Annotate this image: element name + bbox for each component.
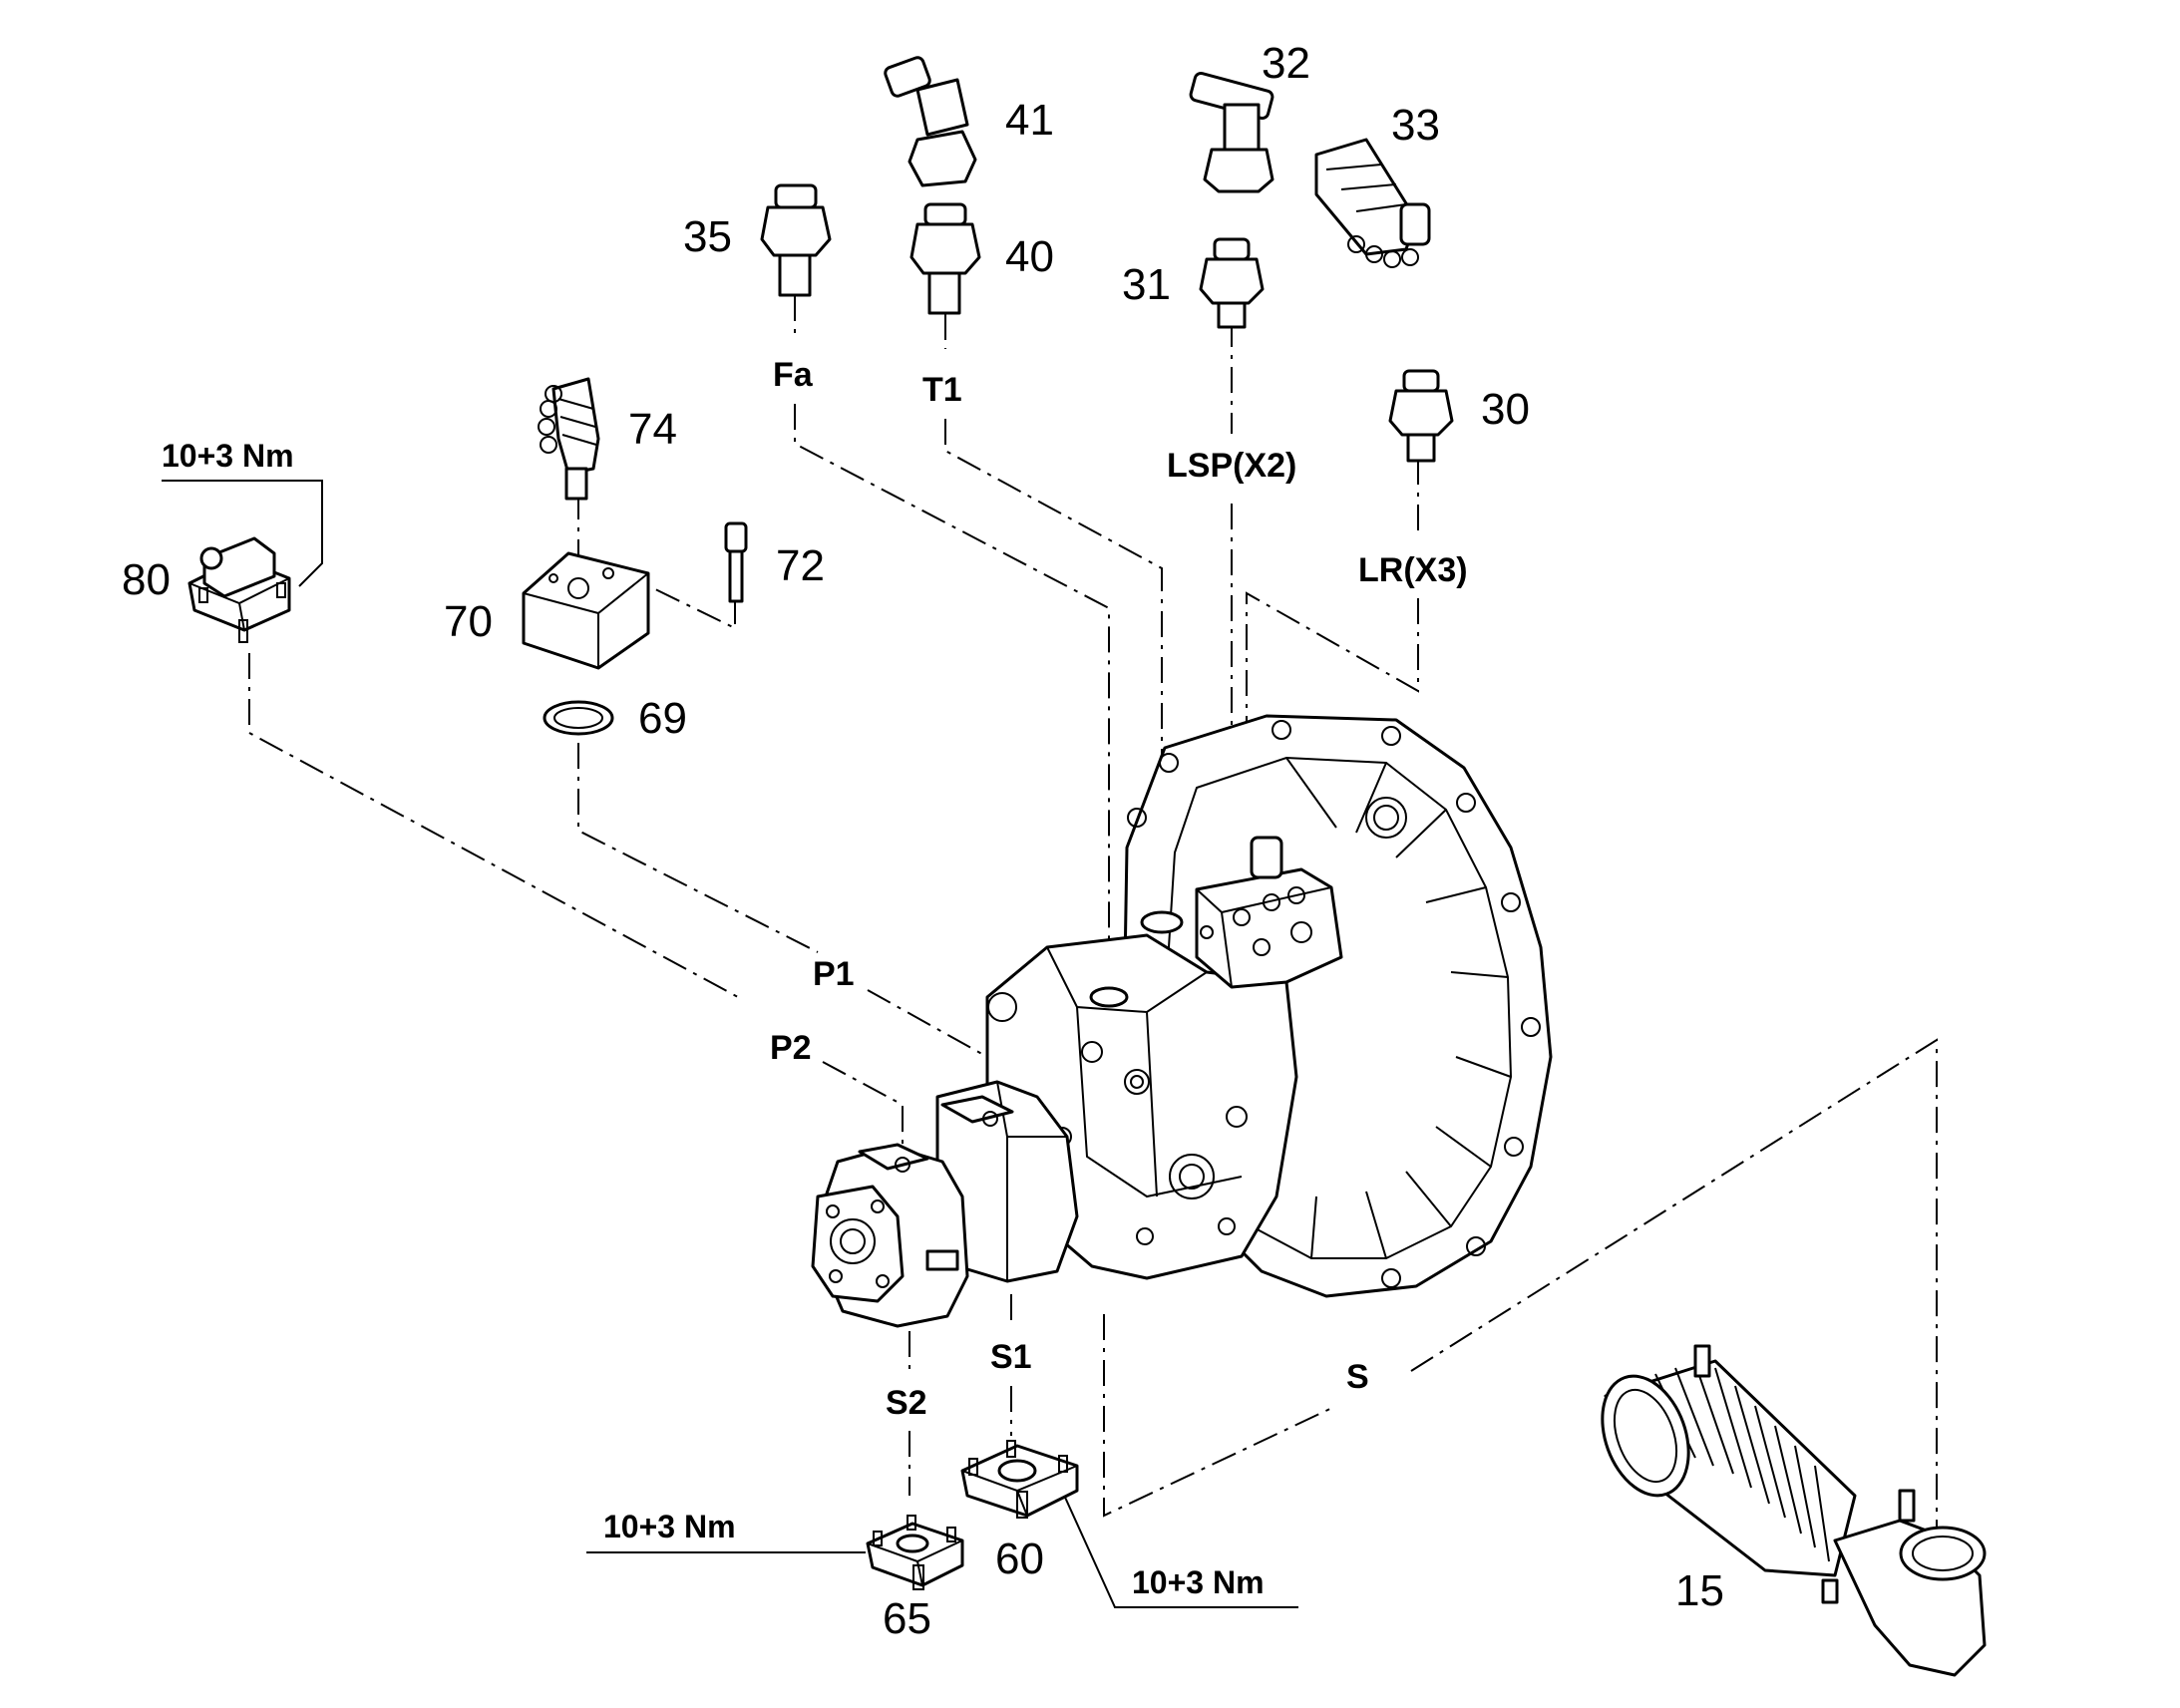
cover-part-80: [187, 536, 291, 643]
label-part-72: 72: [776, 541, 825, 590]
fitting-part-31: [1199, 237, 1265, 329]
test-coupling-part-33: [1314, 138, 1431, 268]
fitting-part-30: [1388, 369, 1454, 463]
label-part-80: 80: [122, 555, 171, 604]
test-coupling-part-74: [538, 377, 600, 501]
torque-leader-lines: [162, 480, 1298, 1608]
label-part-33: 33: [1391, 101, 1440, 150]
label-part-32: 32: [1262, 39, 1310, 88]
torque-labels: 10+3 Nm 10+3 Nm 10+3 Nm: [162, 438, 1265, 1600]
screw-part-72: [724, 521, 748, 603]
port-label-p1: P1: [813, 955, 855, 993]
part-number-labels: 41 32 33 35 40 31 30 74 72 80 70 69 60 6…: [122, 39, 1724, 1643]
o-ring-part-69: [543, 700, 614, 736]
suction-hose-part-15: [1601, 1344, 1987, 1677]
leader-lines: [248, 295, 1938, 1555]
label-part-40: 40: [1005, 232, 1054, 281]
torque-label-part-65: 10+3 Nm: [603, 1509, 736, 1544]
label-part-69: 69: [638, 694, 687, 743]
port-label-s: S: [1346, 1358, 1369, 1396]
block-part-70: [522, 551, 650, 670]
label-part-70: 70: [444, 597, 493, 646]
port-label-lsp: LSP(X2): [1167, 447, 1296, 485]
label-part-30: 30: [1481, 385, 1530, 434]
port-label-s1: S1: [990, 1338, 1032, 1376]
port-label-t1: T1: [922, 371, 962, 409]
label-part-15: 15: [1675, 1566, 1724, 1615]
flange-part-60: [960, 1440, 1079, 1519]
tee-fitting-part-32: [1189, 71, 1274, 193]
torque-label-part-60: 10+3 Nm: [1132, 1564, 1265, 1600]
torque-label-part-80: 10+3 Nm: [162, 438, 294, 474]
port-label-s2: S2: [886, 1384, 927, 1422]
label-part-35: 35: [683, 212, 732, 261]
fitting-part-40: [909, 202, 981, 315]
main-pump-assembly: [811, 714, 1553, 1328]
port-label-lr: LR(X3): [1358, 551, 1468, 589]
label-part-60: 60: [995, 1535, 1044, 1583]
elbow-fitting-part-41: [884, 56, 977, 187]
port-label-p2: P2: [770, 1029, 812, 1067]
label-part-65: 65: [883, 1594, 931, 1643]
label-part-41: 41: [1005, 96, 1054, 145]
port-label-fa: Fa: [773, 356, 814, 394]
label-part-74: 74: [628, 405, 677, 454]
flange-part-65: [866, 1515, 964, 1590]
port-labels: Fa T1 LSP(X2) LR(X3) P1 P2 S1 S2 S: [770, 356, 1468, 1422]
fitting-part-35: [760, 183, 832, 297]
label-part-31: 31: [1122, 260, 1171, 309]
